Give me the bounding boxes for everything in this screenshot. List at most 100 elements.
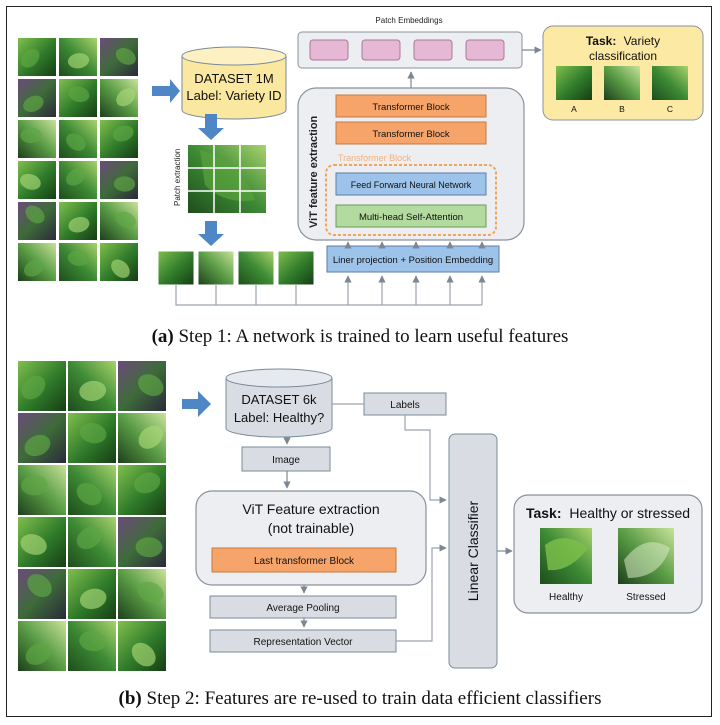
plant-leaf-highlight <box>27 574 52 598</box>
plant-leaf-highlight <box>137 581 164 603</box>
patch-extraction-label: Patch extraction <box>173 149 182 206</box>
patch-tiles <box>157 250 315 286</box>
plant-leaf-highlight <box>25 642 51 665</box>
plant-leaf-highlight <box>138 425 163 449</box>
vit-container-b: ViT Feature extraction (not trainable) L… <box>195 490 427 586</box>
transformer-block-2: Transformer Block <box>372 129 449 140</box>
dataset-cylinder-a: DATASET 1M Label: Variety ID <box>181 46 287 120</box>
caption-b-text: Step 2: Features are re-used to train da… <box>146 688 602 709</box>
plant-leaf-highlight <box>25 205 45 224</box>
dataset-cylinder-b: DATASET 6k Label: Healthy? <box>225 368 333 438</box>
plant-leaf-highlight <box>116 88 136 107</box>
class-c-label: C <box>667 104 673 114</box>
plant-leaf-highlight <box>68 86 90 103</box>
plant-leaf-highlight <box>21 49 40 68</box>
patch-connectors <box>175 275 486 306</box>
patch-grid-image <box>188 145 266 213</box>
plant-leaf-highlight <box>20 127 42 144</box>
representation-vector-box: Representation Vector <box>209 629 397 653</box>
transformer-block-1: Transformer Block <box>372 102 449 113</box>
dataset-a-line2: Label: Variety ID <box>186 88 281 103</box>
feed-forward-box: Feed Forward Neural Network <box>351 180 472 190</box>
plant-leaf-highlight <box>79 630 107 652</box>
plant-leaf-highlight <box>76 526 102 550</box>
class-b-label: B <box>619 104 625 114</box>
last-transformer-block: Last transformer Block <box>254 556 355 567</box>
class-a-label: A <box>571 104 577 114</box>
plant-leaf-highlight <box>113 176 136 192</box>
linear-projection-label: Liner projection + Position Embedding <box>333 255 493 266</box>
task-box-b: Task: Healthy or stressed Healthy Stress… <box>513 494 703 614</box>
task-b-bold: Task: <box>526 505 562 521</box>
dataset-b-line1: DATASET 6k <box>241 392 317 407</box>
stressed-label: Stressed <box>626 592 665 603</box>
patch-embeddings-label: Patch Embeddings <box>375 16 442 25</box>
plant-leaf-highlight <box>21 375 46 400</box>
plant-leaf-highlight <box>23 95 44 112</box>
labels-label: Labels <box>390 400 419 411</box>
plant-leaf-highlight <box>111 259 130 278</box>
plant-leaf-highlight <box>138 374 164 397</box>
caption-b: (b) Step 2: Features are re-used to trai… <box>0 688 720 710</box>
vector-to-classifier-arrow <box>396 544 447 642</box>
caption-a: (a) Step 1: A network is trained to lear… <box>0 326 720 348</box>
plant-leaf-highlight <box>79 380 107 402</box>
caption-a-tag: (a) <box>151 326 174 347</box>
dataset-b-line2: Label: Healthy? <box>234 410 324 425</box>
caption-b-tag: (b) <box>118 688 142 709</box>
task-b-text: Healthy or stressed <box>569 505 690 521</box>
patch-embeddings: Patch Embeddings <box>297 16 523 69</box>
vit-feature-extraction-label: ViT feature extraction <box>308 115 320 228</box>
task-a-line1: Variety <box>624 34 660 48</box>
svg-text:Task: Variety: Task: Variety <box>586 34 660 48</box>
healthy-label: Healthy <box>549 592 583 603</box>
labels-to-classifier-arrow <box>404 415 447 504</box>
plant-leaf-highlight <box>20 173 41 190</box>
arrow-down-2-a <box>198 221 224 246</box>
plant-leaf-highlight <box>79 422 107 444</box>
image-box: Image <box>241 446 331 472</box>
plant-leaf-highlight <box>112 125 134 142</box>
plant-leaf-highlight <box>21 475 48 496</box>
caption-a-text: Step 1: A network is trained to learn us… <box>178 326 569 347</box>
plant-leaf-highlight <box>24 434 51 457</box>
image-label: Image <box>272 455 300 466</box>
plant-leaf-highlight <box>20 534 47 555</box>
arrow-down-1-a <box>198 114 224 140</box>
linear-projection-box: Liner projection + Position Embedding <box>326 245 500 273</box>
plant-leaf-highlight <box>66 133 86 151</box>
svg-text:Task: Healthy or stresse: Task: Healthy or stressed <box>526 505 690 521</box>
vit-container-a: ViT feature extraction Transformer Block… <box>297 87 525 241</box>
average-pooling-box: Average Pooling <box>209 595 397 619</box>
plant-image-grid-b <box>18 361 166 671</box>
vit-title-line1: ViT Feature extraction <box>242 501 379 517</box>
plant-leaf-highlight <box>67 250 90 266</box>
task-a-bold: Task: <box>586 34 616 48</box>
plant-image-grid-a <box>18 38 138 281</box>
plant-leaf-highlight <box>67 53 90 69</box>
average-pooling-label: Average Pooling <box>266 603 339 614</box>
arrow-to-dataset-a <box>152 79 180 103</box>
projection-arrows <box>344 241 486 249</box>
labels-box: Labels <box>363 392 447 416</box>
task-box-a: Task: Variety classification A B C <box>542 25 704 121</box>
arrow-to-dataset-b <box>182 391 211 417</box>
plant-leaf-highlight <box>135 537 163 558</box>
plant-leaf-highlight <box>68 216 90 233</box>
vit-title-line2: (not trainable) <box>268 520 354 536</box>
plant-leaf-highlight <box>76 482 102 506</box>
dataset-a-line1: DATASET 1M <box>194 71 273 86</box>
plant-leaf-highlight <box>115 211 136 228</box>
plant-leaf-highlight <box>115 48 136 65</box>
representation-vector-label: Representation Vector <box>254 637 354 648</box>
self-attention-box: Multi-head Self-Attention <box>359 212 463 223</box>
plant-leaf-highlight <box>66 168 86 186</box>
plant-leaf-highlight <box>23 259 44 277</box>
linear-classifier-label: Linear Classifier <box>465 500 481 601</box>
plant-leaf-highlight <box>131 642 156 667</box>
task-a-line2: classification <box>589 49 657 63</box>
figure-frame <box>6 6 712 717</box>
plant-leaf-highlight <box>134 472 161 494</box>
linear-classifier-box: Linear Classifier <box>448 433 498 669</box>
